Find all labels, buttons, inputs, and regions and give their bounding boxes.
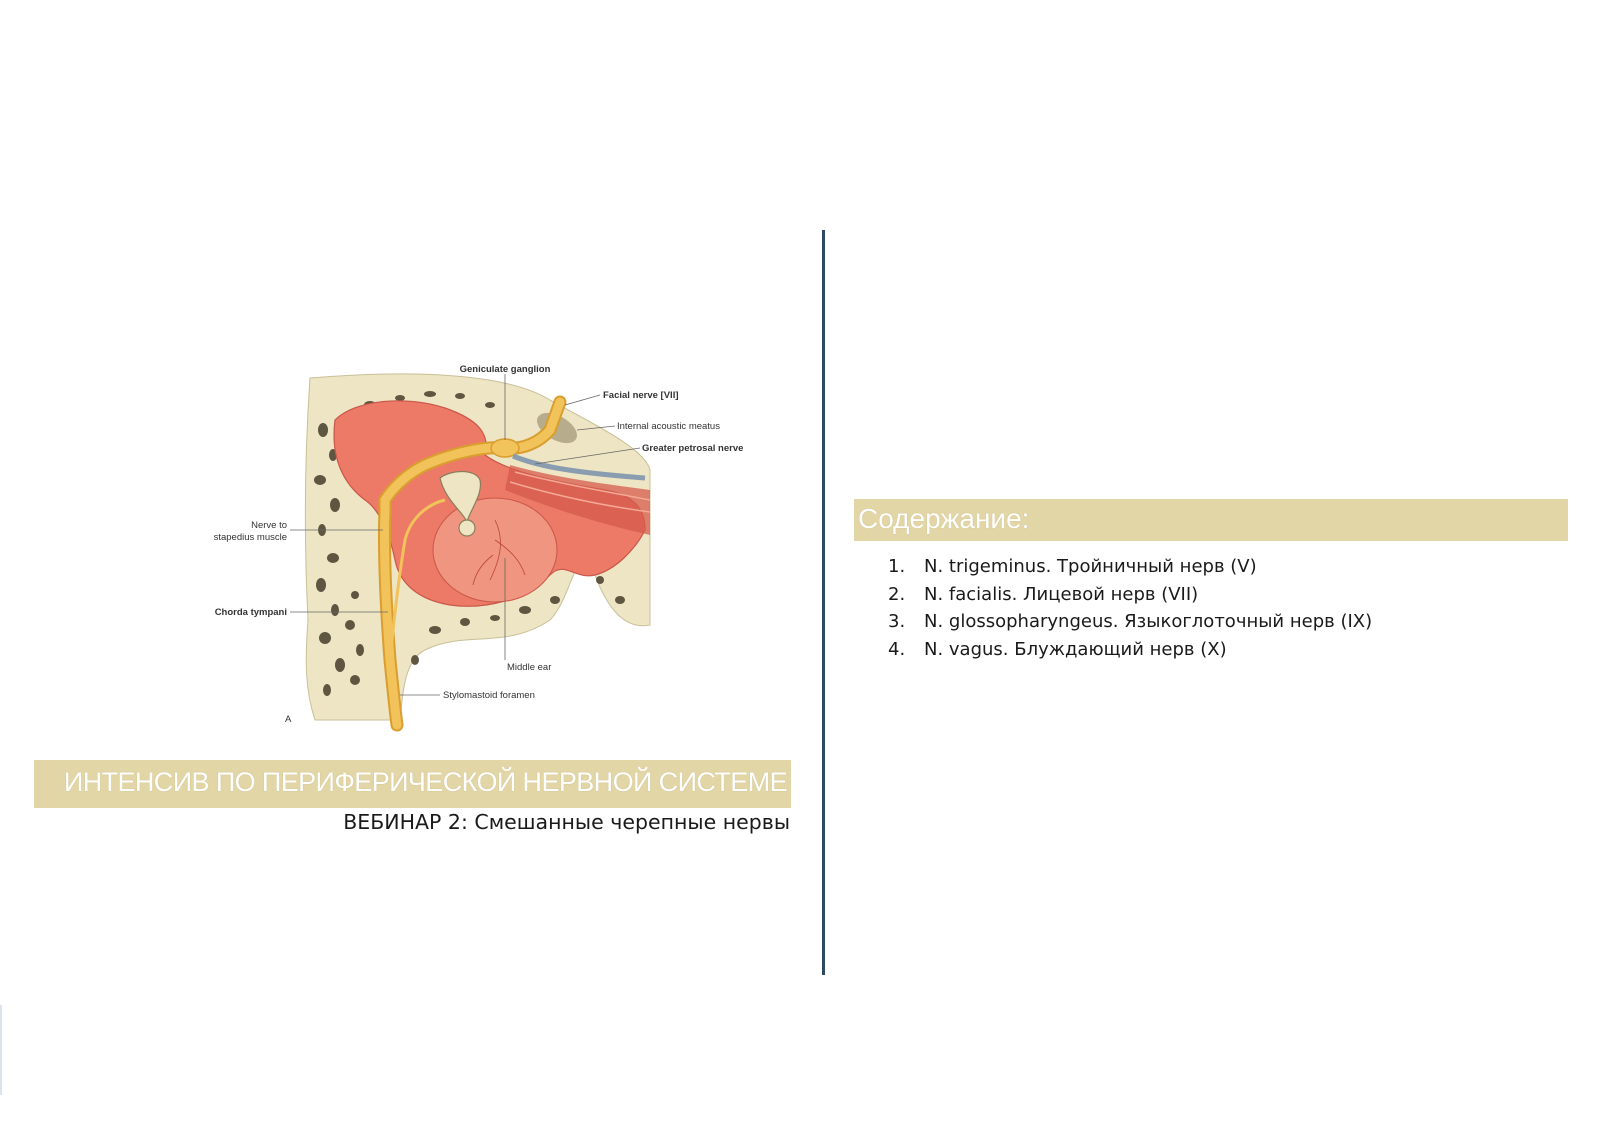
bone-pores: [314, 391, 625, 696]
contents-item: 2. N. facialis. Лицевой нерв (VII): [888, 581, 1372, 609]
label-facial-nerve: Facial nerve [VII]: [603, 390, 679, 401]
contents-item: 3. N. glossopharyngeus. Языкоглоточный не…: [888, 608, 1372, 636]
contents-item-text: N. trigeminus. Тройничный нерв (V): [924, 556, 1257, 577]
webinar-subtitle: ВЕБИНАР 2: Смешанные черепные нервы: [343, 810, 790, 834]
contents-item-number: 3.: [888, 611, 906, 632]
label-geniculate-ganglion: Geniculate ganglion: [460, 364, 551, 375]
greater-petrosal-nerve: [512, 453, 646, 481]
label-panel-letter: A: [285, 714, 292, 725]
label-chorda-tympani: Chorda tympani: [215, 607, 287, 618]
contents-list: 1. N. trigeminus. Тройничный нерв (V) 2. N…: [888, 553, 1372, 663]
contents-item-text: N. glossopharyngeus. Языкоглоточный нерв…: [924, 611, 1373, 632]
label-stylomastoid-foramen: Stylomastoid foramen: [443, 690, 535, 701]
page-edge-mark: [0, 1005, 2, 1095]
label-nerve-to-stapedius-1: Nerve to: [251, 520, 287, 531]
label-middle-ear: Middle ear: [507, 662, 551, 673]
label-greater-petrosal-nerve: Greater petrosal nerve: [642, 443, 743, 454]
ossicle: [439, 470, 482, 524]
label-internal-acoustic-meatus: Internal acoustic meatus: [617, 421, 720, 432]
facial-nerve-illustration: Geniculate ganglion Facial nerve [VII] I…: [205, 360, 765, 740]
contents-item-number: 4.: [888, 638, 906, 660]
tympanic-membrane: [432, 497, 558, 603]
course-title: ИНТЕНСИВ ПО ПЕРИФЕРИЧЕСКОЙ НЕРВНОЙ СИСТЕ…: [63, 767, 788, 797]
course-title-banner: ИНТЕНСИВ ПО ПЕРИФЕРИЧЕСКОЙ НЕРВНОЙ СИСТЕ…: [34, 760, 791, 808]
anatomy-svg: Geniculate ganglion Facial nerve [VII] I…: [214, 364, 743, 732]
contents-item: 1. N. trigeminus. Тройничный нерв (V): [888, 553, 1372, 581]
contents-heading: Содержание:: [858, 503, 1030, 534]
contents-item: 4. N. vagus. Блуждающий нерв (X): [888, 636, 1372, 664]
chorda-tympani: [389, 498, 446, 651]
contents-item-text: N. vagus. Блуждающий нерв (X): [924, 638, 1227, 660]
contents-item-text: N. facialis. Лицевой нерв (VII): [924, 583, 1199, 605]
contents-heading-banner: Содержание:: [854, 499, 1568, 541]
vertical-divider: [822, 230, 825, 975]
label-nerve-to-stapedius-2: stapedius muscle: [214, 532, 287, 543]
contents-item-number: 1.: [888, 556, 906, 577]
contents-item-number: 2.: [888, 583, 906, 605]
